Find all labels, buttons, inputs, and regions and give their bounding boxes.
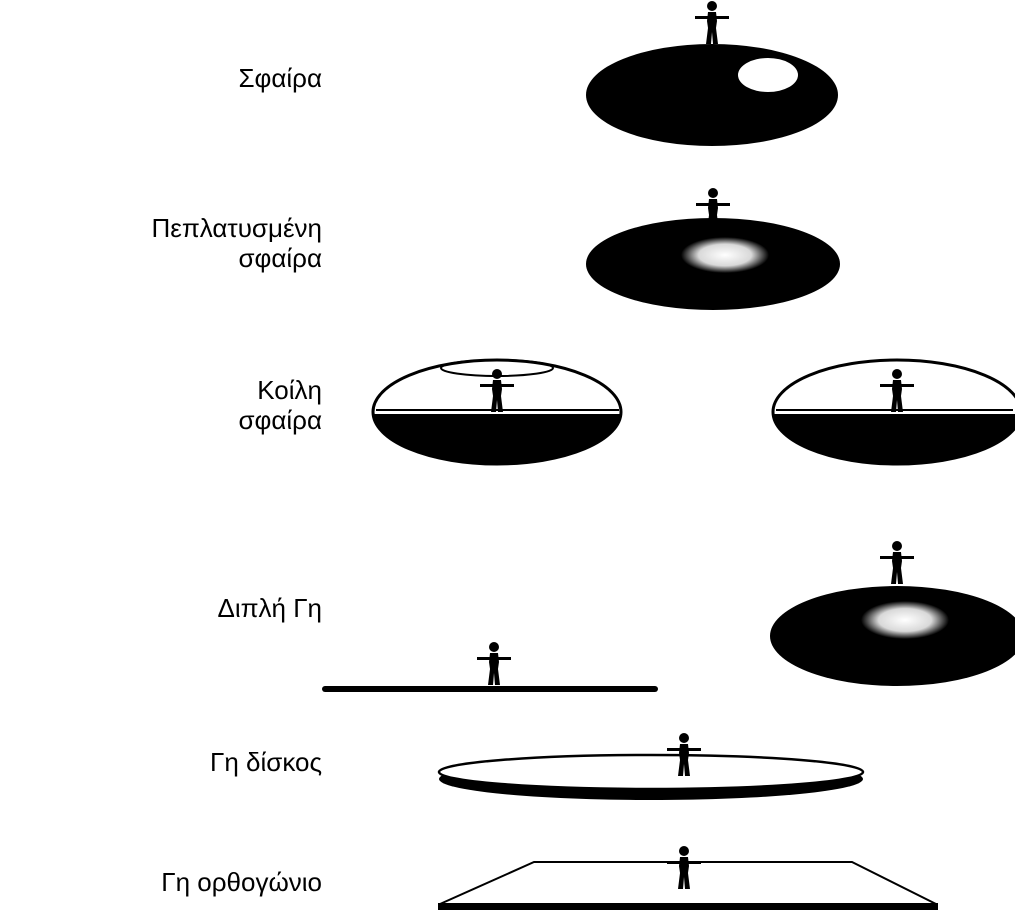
label-disc-earth: Γη δίσκος: [210, 747, 322, 777]
rectangle-earth-figure: [438, 846, 938, 910]
disc-earth-figure: [437, 733, 865, 800]
label-sphere: Σφαίρα: [238, 63, 322, 93]
double-earth-figure: [322, 541, 1015, 692]
rectangle-earth-edge: [438, 903, 938, 910]
double-earth-sphere-highlight: [861, 601, 949, 639]
double-earth-flat-ground: [322, 686, 658, 692]
label-flattened-sphere-line2: σφαίρα: [238, 243, 322, 273]
label-hollow-sphere-line2: σφαίρα: [238, 405, 322, 435]
person-icon: [695, 1, 729, 44]
disc-earth-surface: [437, 753, 865, 791]
sphere-highlight: [738, 58, 798, 92]
sphere-body: [586, 44, 838, 146]
sphere-figure: [586, 1, 838, 146]
hollow-sphere-figure-2: [771, 358, 1015, 466]
person-icon: [880, 541, 914, 584]
hollow-sphere-2-outline: [771, 358, 1015, 466]
label-flattened-sphere-line1: Πεπλατυσμένη: [151, 213, 322, 243]
label-rectangle-earth: Γη ορθογώνιο: [161, 867, 322, 897]
label-double-earth: Διπλή Γη: [217, 593, 322, 623]
label-hollow-sphere-line1: Κοίλη: [257, 375, 322, 405]
person-icon: [880, 369, 914, 412]
flattened-sphere-highlight: [681, 237, 769, 273]
person-icon: [477, 642, 511, 685]
flattened-sphere-figure: [586, 188, 840, 310]
hollow-sphere-figure-1: [371, 358, 623, 466]
